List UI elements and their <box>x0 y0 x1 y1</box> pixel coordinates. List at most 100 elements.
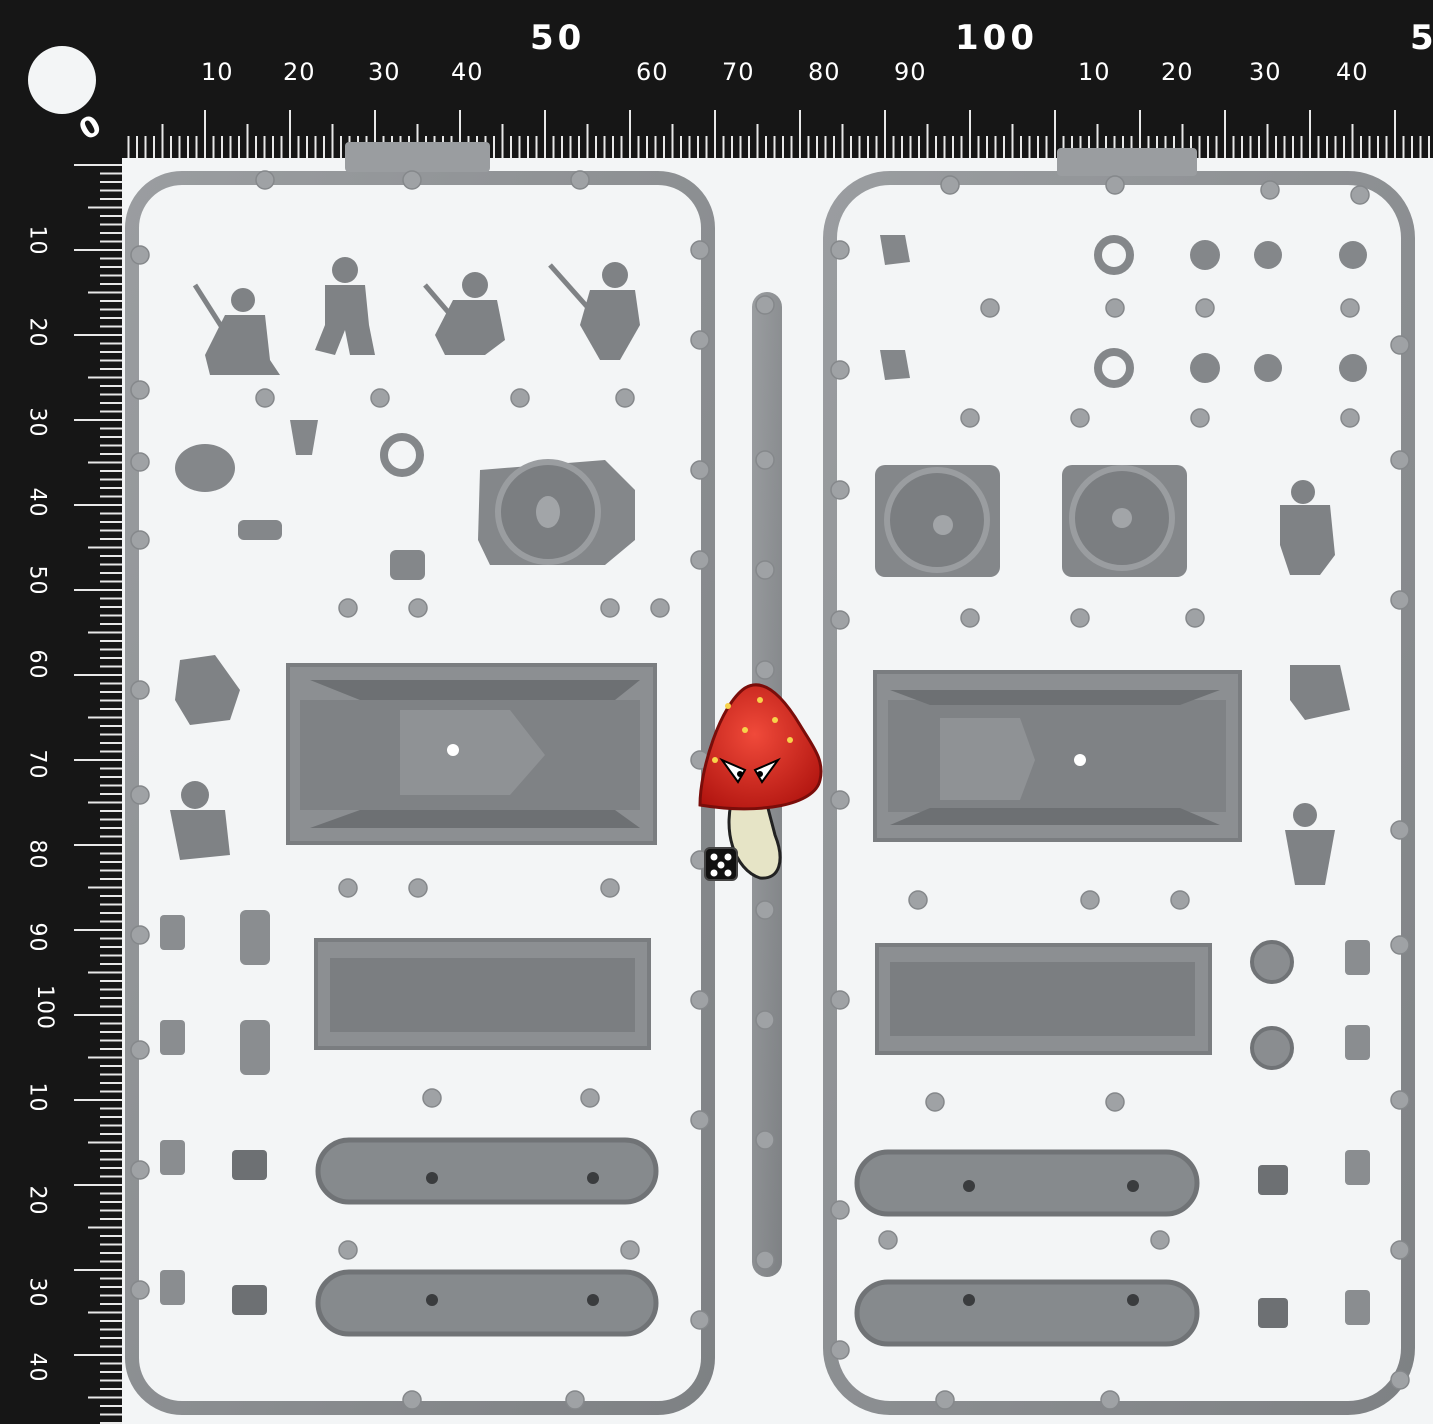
sprue-gate-nub <box>130 785 150 805</box>
sprue-gate-nub <box>1390 450 1410 470</box>
sprue-gate-nub <box>422 1088 442 1108</box>
ruler-hanging-hole <box>28 46 96 114</box>
sprue-gate-nub <box>690 1110 710 1130</box>
track-part-right <box>854 1279 1200 1347</box>
ruler-top-minor-label: 20 <box>283 58 316 86</box>
sprue-gate-nub <box>130 1040 150 1060</box>
sprue-gate-nub <box>690 990 710 1010</box>
small-parts-left <box>175 420 425 580</box>
ruler-left-label: 10 <box>24 225 50 256</box>
sprue-gate-nub <box>1390 935 1410 955</box>
sprue-gate-nub <box>755 1130 775 1150</box>
turret-part-right <box>1062 465 1187 577</box>
sprue-gate-nub <box>600 878 620 898</box>
ruler-top-major-5: 5 <box>1410 18 1433 58</box>
ruler-left-label: 60 <box>24 649 50 680</box>
sprue-gate-nub <box>338 598 358 618</box>
hull-top-right <box>873 670 1242 842</box>
sprue-gate-nub <box>1350 185 1370 205</box>
ruler-left-label: 20 <box>24 317 50 348</box>
sprue-gate-nub <box>1105 298 1125 318</box>
kneeling-figures-left <box>170 655 240 860</box>
sprue-gate-nub <box>565 1390 585 1410</box>
sprue-gate-nub <box>615 388 635 408</box>
wheels-right <box>1250 940 1370 1328</box>
turret-part-right <box>875 465 1000 577</box>
sprue-gate-nub <box>1390 1090 1410 1110</box>
ruler-top-major-50: 50 <box>530 18 586 58</box>
sprue-gate-nub <box>1080 890 1100 910</box>
ruler-left-label: 30 <box>24 407 50 438</box>
sprue-gate-nub <box>830 1340 850 1360</box>
sprue-gate-nub <box>1340 408 1360 428</box>
soldier-figure <box>315 257 375 355</box>
ruler-top-minor-label: 30 <box>1249 58 1282 86</box>
ruler-top-minor-label: 60 <box>636 58 669 86</box>
hull-bottom-right <box>875 943 1212 1055</box>
sprue-gate-nub <box>1070 408 1090 428</box>
sprue-gate-nub <box>130 380 150 400</box>
small-parts-right <box>880 235 1367 388</box>
ruler-left-label: 50 <box>24 565 50 596</box>
soldier-figures-left <box>192 257 640 375</box>
sprue-gate-nub <box>1170 890 1190 910</box>
top-ruler <box>0 0 1433 158</box>
sprue-gate-nub <box>755 900 775 920</box>
sprue-gate-nub <box>980 298 1000 318</box>
sprue-gate-nub <box>510 388 530 408</box>
sprue-gate-nub <box>690 330 710 350</box>
sprue-gate-nub <box>255 170 275 190</box>
track-part-left <box>315 1137 659 1205</box>
sprue-gate-nub <box>830 480 850 500</box>
sprue-gate-nub <box>1185 608 1205 628</box>
ruler-left-label: 40 <box>24 487 50 518</box>
sprue-gate-nub <box>940 175 960 195</box>
ruler-top-minor-label: 10 <box>201 58 234 86</box>
soldier-figure <box>192 283 280 375</box>
ruler-left-label: 30 <box>24 1277 50 1308</box>
sprue-gate-nub <box>600 598 620 618</box>
sprue-gate-nub <box>690 240 710 260</box>
ruler-top-minor-label: 20 <box>1161 58 1194 86</box>
sprue-gate-nub <box>690 550 710 570</box>
sprue-gate-nub <box>690 460 710 480</box>
sprue-gate-nub <box>960 408 980 428</box>
sprue-gate-nub <box>1105 175 1125 195</box>
sprue-gate-nub <box>650 598 670 618</box>
sprue-gate-nub <box>1390 1240 1410 1260</box>
ruler-left-label: 40 <box>24 1352 50 1383</box>
sprue-gate-nub <box>1195 298 1215 318</box>
sprue-gate-nub <box>755 1250 775 1270</box>
sprue-gate-nub <box>960 608 980 628</box>
soldier-figures-right <box>1280 480 1350 885</box>
sprue-gate-nub <box>1260 180 1280 200</box>
sprue-gate-nub <box>830 240 850 260</box>
sprue-gate-nub <box>755 560 775 580</box>
sprue-gate-nub <box>402 1390 422 1410</box>
sprue-gate-nub <box>370 388 390 408</box>
left-ruler <box>0 0 122 1424</box>
ruler-top-minor-label: 40 <box>451 58 484 86</box>
sprue-gate-nub <box>925 1092 945 1112</box>
sprue-gate-nub <box>690 1310 710 1330</box>
sprue-gate-nub <box>830 790 850 810</box>
sprue-gate-nub <box>755 1010 775 1030</box>
sprue-gate-nub <box>908 890 928 910</box>
sprue-gate-nub <box>830 610 850 630</box>
ruler-left-label: 20 <box>24 1185 50 1216</box>
sprue-gate-nub <box>408 598 428 618</box>
sprue-gate-nub <box>620 1240 640 1260</box>
ruler-top-minor-label: 10 <box>1078 58 1111 86</box>
sprue-gate-nub <box>130 530 150 550</box>
sprue-gate-nub <box>130 245 150 265</box>
sprue-gate-nub <box>1390 335 1410 355</box>
sprue-gate-nub <box>878 1230 898 1250</box>
ruler-left-label: 90 <box>24 922 50 953</box>
sprue-gate-nub <box>130 680 150 700</box>
sprue-gate-nub <box>130 1280 150 1300</box>
ruler-top-minor-label: 30 <box>368 58 401 86</box>
springs-left <box>160 910 270 1315</box>
sprue-gate-nub <box>830 990 850 1010</box>
sprue-gate-nub <box>1100 1390 1120 1410</box>
